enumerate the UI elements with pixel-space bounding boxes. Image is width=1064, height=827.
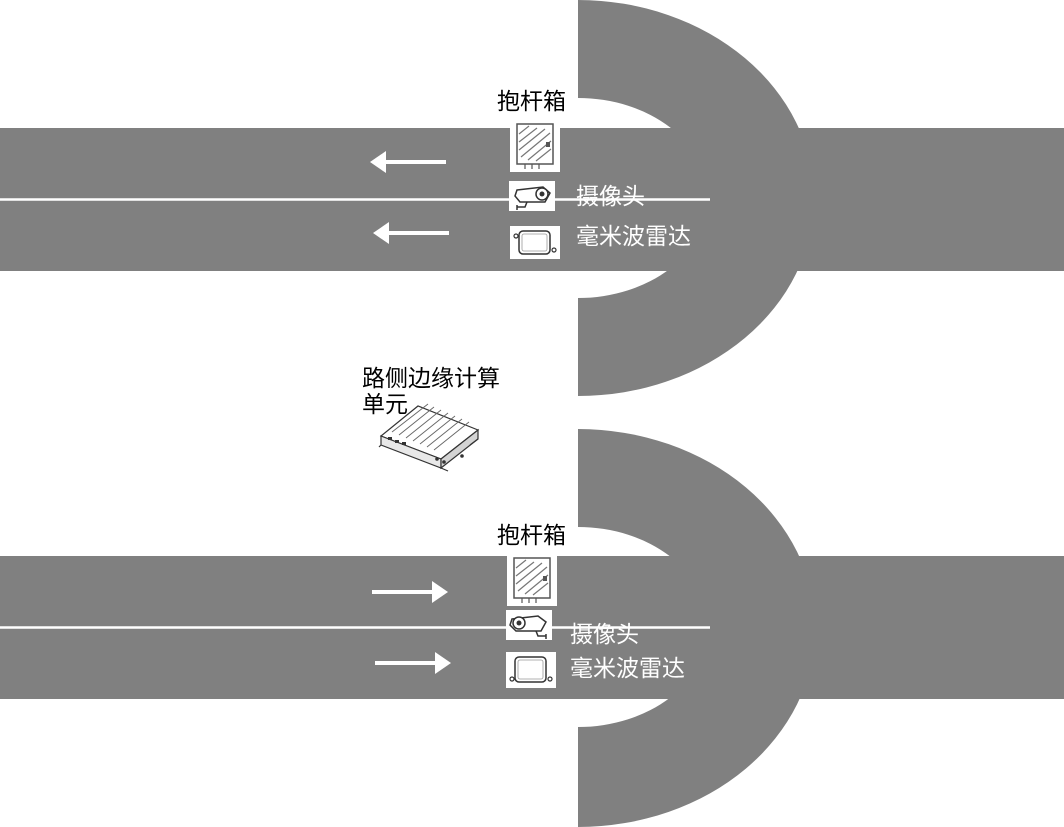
cabinet-icon — [507, 554, 557, 606]
radar-label-bottom: 毫米波雷达 — [570, 656, 685, 682]
camera-label-top: 摄像头 — [576, 184, 645, 210]
camera-label-bottom: 摄像头 — [570, 622, 639, 648]
arrow-right-icon — [372, 581, 448, 603]
radar-icon — [510, 226, 560, 259]
camera-icon — [506, 610, 552, 640]
top-curve-road — [578, 0, 814, 396]
radar-icon — [506, 652, 556, 688]
pole-box-label-top: 抱杆箱 — [497, 89, 566, 115]
edge-computing-unit-icon — [378, 403, 480, 472]
arrow-left-icon — [370, 151, 446, 173]
cabinet-icon — [510, 120, 560, 172]
radar-label-top: 毫米波雷达 — [576, 224, 691, 250]
edge-unit-label: 路侧边缘计算单元 — [362, 366, 500, 418]
camera-icon — [509, 181, 555, 211]
pole-box-label-bottom: 抱杆箱 — [497, 523, 566, 549]
bottom-curve-road — [578, 429, 816, 827]
arrow-left-icon — [373, 222, 449, 244]
arrow-right-icon — [375, 652, 451, 674]
